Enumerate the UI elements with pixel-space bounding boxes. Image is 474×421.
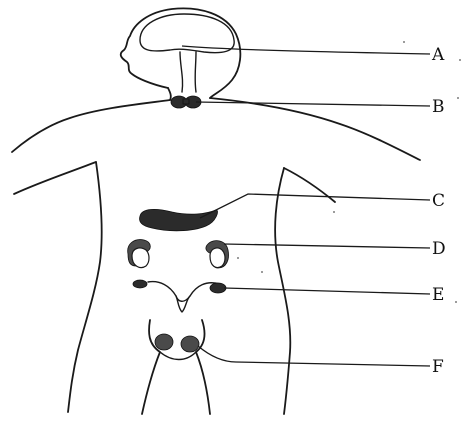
ovaries bbox=[133, 280, 226, 312]
leader-lines bbox=[182, 46, 430, 366]
label-D: D bbox=[432, 239, 446, 259]
left-kidney bbox=[132, 248, 149, 268]
uterus bbox=[148, 282, 220, 302]
speck bbox=[455, 301, 457, 303]
left-inner-leg bbox=[142, 320, 160, 414]
neck-left bbox=[168, 88, 171, 100]
label-E: E bbox=[432, 285, 444, 305]
left-ovary bbox=[133, 280, 147, 288]
leader-E bbox=[224, 288, 430, 294]
leader-B bbox=[196, 102, 430, 106]
leader-D bbox=[224, 244, 430, 248]
leader-C bbox=[200, 194, 430, 218]
speck bbox=[237, 257, 239, 259]
pancreas bbox=[140, 209, 218, 230]
right-testis bbox=[181, 336, 199, 352]
testes bbox=[155, 334, 199, 352]
label-C: C bbox=[432, 191, 445, 211]
crotch-line bbox=[160, 352, 196, 360]
left-arm-inner bbox=[14, 162, 96, 194]
leader-F bbox=[198, 346, 430, 366]
speck bbox=[261, 271, 263, 273]
right-shoulder-arm bbox=[210, 98, 420, 160]
uterus-body bbox=[176, 296, 190, 312]
speck bbox=[459, 59, 461, 61]
thyroid-isthmus bbox=[183, 99, 189, 104]
right-ovary bbox=[210, 283, 226, 293]
left-shoulder-arm bbox=[12, 100, 170, 152]
brain bbox=[140, 14, 234, 92]
label-A: A bbox=[431, 45, 445, 65]
left-torso bbox=[68, 162, 102, 412]
right-inner-leg bbox=[196, 320, 210, 414]
right-kidney bbox=[210, 248, 225, 268]
label-B: B bbox=[432, 97, 445, 117]
left-testis bbox=[155, 334, 173, 350]
scan-specks bbox=[237, 41, 461, 303]
right-torso bbox=[275, 168, 290, 414]
adrenal-glands bbox=[128, 240, 229, 268]
label-F: F bbox=[432, 357, 444, 377]
spinal-cord-left bbox=[180, 52, 183, 92]
speck bbox=[457, 97, 459, 99]
spinal-cord-right bbox=[195, 52, 196, 92]
speck bbox=[403, 41, 405, 43]
speck bbox=[333, 211, 335, 213]
labels: A B C D E F bbox=[431, 45, 446, 377]
